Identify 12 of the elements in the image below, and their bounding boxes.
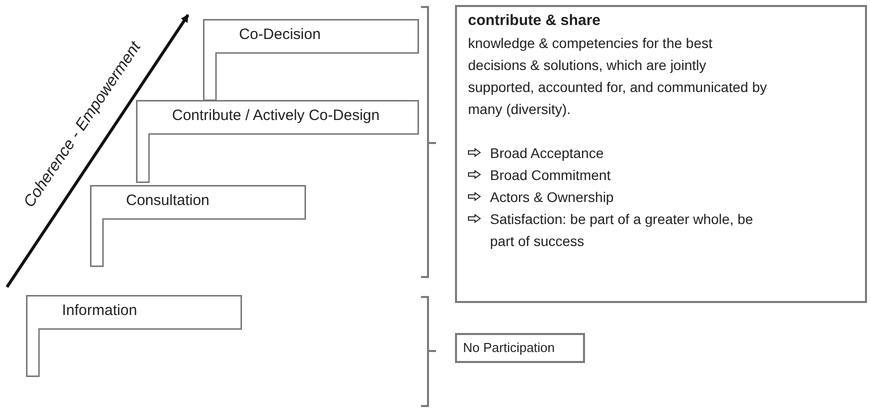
step-label: Contribute / Actively Co-Design [172, 106, 380, 126]
text-box [455, 5, 867, 303]
bullet-text: Satisfaction: be part of a greater whole, be part of success [490, 210, 754, 251]
label-box: No Participation [455, 333, 585, 363]
step-label: Information [62, 301, 138, 321]
bullet-text: Actors & Ownership [490, 188, 615, 207]
step-label: Consultation [126, 191, 210, 211]
step-label: Co-Decision [239, 25, 321, 45]
bullet-text: Broad Acceptance [490, 144, 605, 163]
bullet-text: Broad Commitment [490, 166, 612, 185]
box-description: knowledge & competencies for the best decisions & solutions, which are jointly supported, accounted for, and communicated by many (diversity). [468, 34, 768, 119]
box-heading: contribute & share [468, 11, 601, 31]
